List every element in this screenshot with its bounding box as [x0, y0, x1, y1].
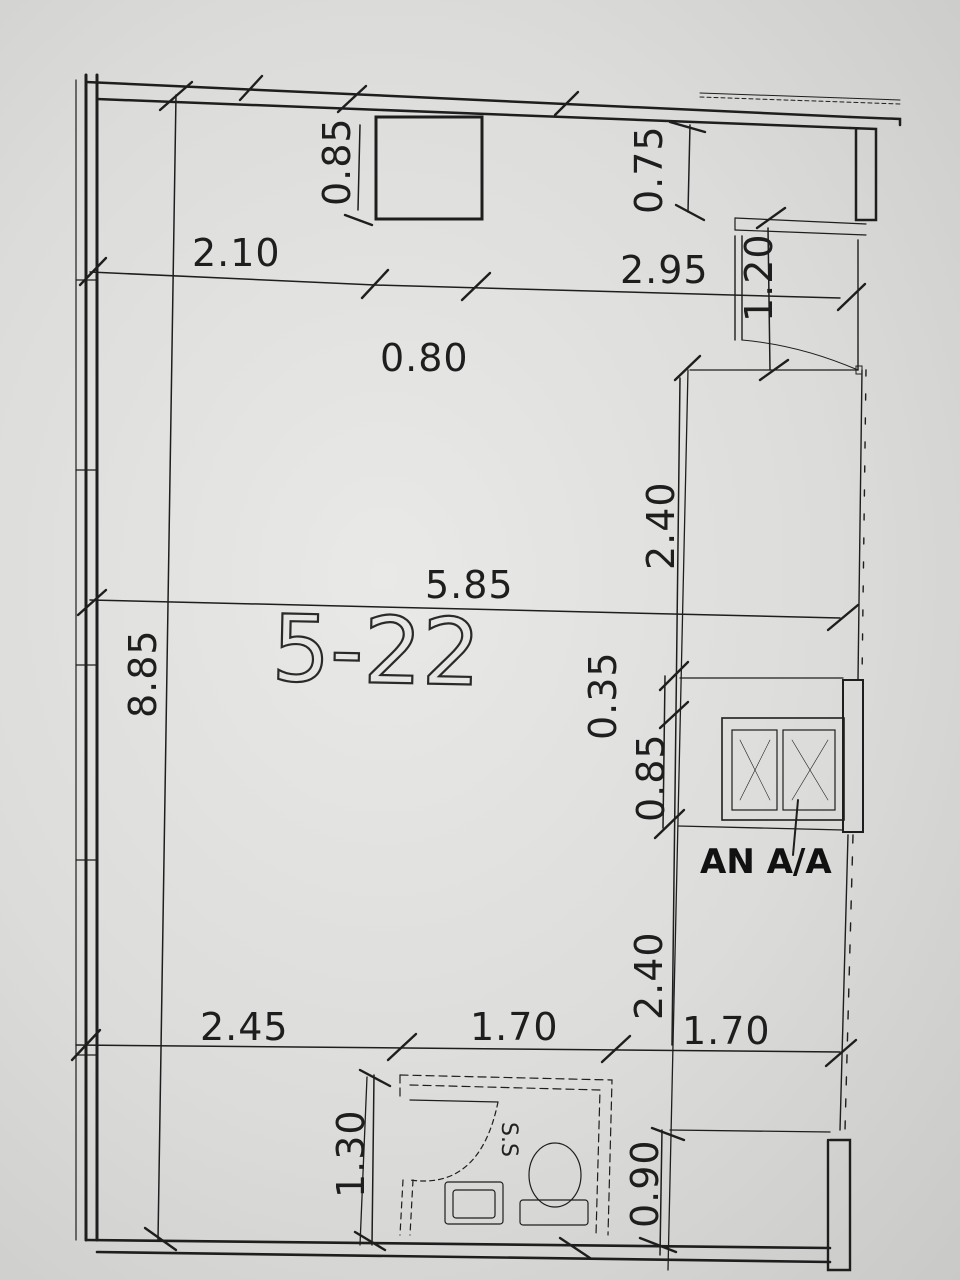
dim-0-80: 0.80	[380, 336, 469, 380]
ss-label: S.S	[496, 1122, 521, 1157]
left-exterior-wall	[75, 73, 99, 1242]
dim-2-40-top: 2.40	[639, 481, 683, 570]
dimension-lines	[75, 94, 841, 1256]
dim-0-85-mid: 0.85	[629, 733, 673, 822]
dim-0-90: 0.90	[623, 1139, 667, 1228]
dimension-ticks	[70, 74, 867, 1260]
room-number: 5-22	[271, 595, 482, 706]
dim-0-85-top: 0.85	[315, 117, 359, 206]
top-wall	[84, 80, 902, 236]
dim-8-85: 8.85	[121, 629, 165, 718]
dim-0-35: 0.35	[581, 651, 625, 740]
ac-unit	[721, 717, 845, 856]
column-square	[374, 115, 484, 221]
dim-2-10: 2.10	[192, 231, 281, 275]
dim-1-30: 1.30	[329, 1109, 373, 1198]
wc-fixture	[399, 1074, 613, 1236]
dim-2-40-bottom: 2.40	[627, 931, 671, 1020]
dim-2-95: 2.95	[620, 248, 709, 292]
entrance-door	[734, 235, 863, 375]
ac-label: AN A/A	[700, 842, 832, 882]
dim-1-20: 1.20	[737, 233, 781, 322]
dimension-labels: 0.85 0.75 2.10 2.95 1.20 0.80 2.40 5.85 …	[121, 117, 781, 1228]
dim-5-85: 5.85	[425, 563, 514, 607]
bottom-wall	[84, 1238, 832, 1264]
dim-1-70-right: 1.70	[682, 1009, 771, 1053]
dim-1-70-left: 1.70	[470, 1005, 559, 1049]
right-wall	[826, 239, 867, 1272]
dim-0-75: 0.75	[627, 125, 671, 214]
dim-2-45: 2.45	[200, 1005, 289, 1049]
